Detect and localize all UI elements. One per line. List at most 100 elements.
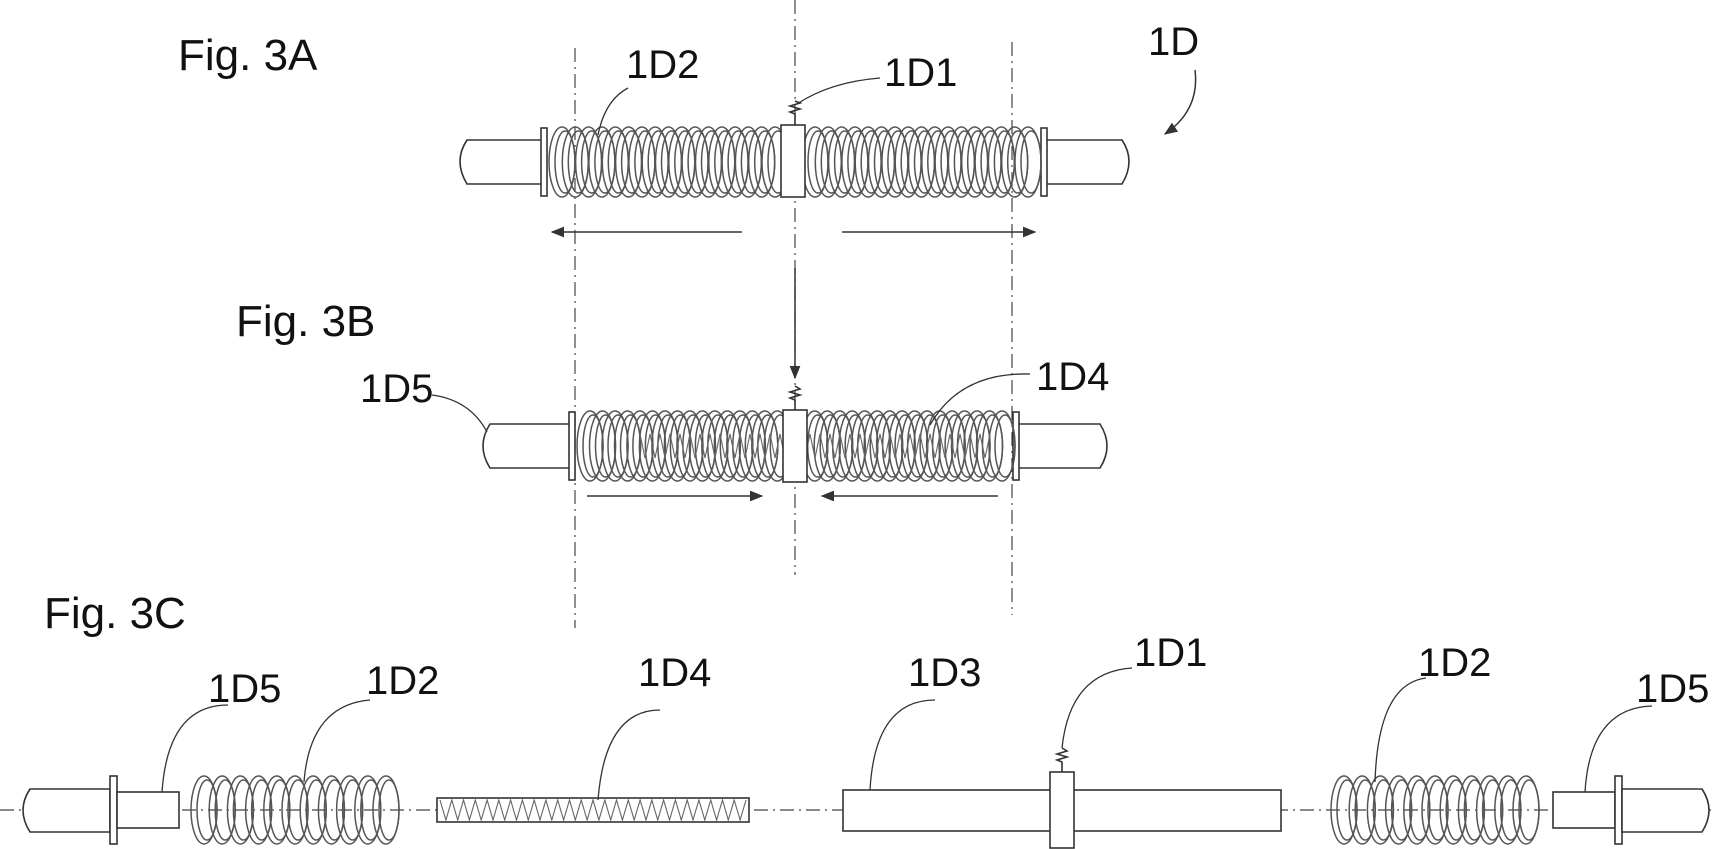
coil-turn-inner (378, 779, 400, 841)
fig3b-left-flange (568, 411, 576, 481)
fig3a-left-flange (540, 127, 548, 197)
fig3c-leader-left-1d2 (303, 699, 371, 783)
fig3c-leader-left-1d5 (161, 704, 229, 793)
fig3c-leader-1d3 (869, 699, 936, 791)
figure-3b: Fig. 3B 1D5 1D4 (236, 268, 1109, 502)
fig3b-left-end-cap (482, 423, 573, 469)
coil-turn-inner (1427, 779, 1449, 841)
coil-turn-inner (582, 414, 604, 478)
fig3a-label-1d2: 1D2 (626, 43, 699, 87)
fig3c-title: Fig. 3C (44, 589, 186, 638)
coil-turn-inner (894, 414, 916, 478)
coil-turn-inner (1445, 779, 1467, 841)
fig3c-left-coil-spring (190, 775, 400, 845)
fig3c-right-end-cap (1552, 775, 1710, 845)
coil-turn-inner (232, 779, 255, 841)
coil-turn-inner (341, 779, 364, 841)
fig3c-leader-right-1d2 (1374, 677, 1427, 783)
coil-turn-inner (694, 414, 717, 478)
coil-turn-inner (360, 779, 382, 841)
fig3a-collar-pin (787, 100, 803, 125)
fig3c-leader-1d1 (1061, 667, 1133, 749)
coil-turn-inner (744, 414, 767, 478)
fig3a-leader-1d2 (597, 87, 629, 136)
coil-turn-inner (1463, 779, 1486, 841)
coil-turn-inner (994, 414, 1016, 478)
coil-turn-inner (944, 414, 966, 478)
fig3b-right-end-cap (1017, 423, 1108, 469)
coil-turn-inner (323, 779, 346, 841)
fig3a-title: Fig. 3A (178, 31, 318, 80)
fig3a-leader-1d1 (796, 77, 881, 105)
inner-spring-wire (439, 798, 747, 822)
fig3c-label-left-1d2: 1D2 (366, 659, 439, 703)
fig3c-right-coil-spring (1330, 775, 1540, 845)
coil-turn-inner (607, 414, 629, 478)
coil-turn-inner (919, 414, 941, 478)
coil-turn-inner (869, 414, 891, 478)
coil-turn-inner (1518, 779, 1540, 841)
coil-turn-inner (1481, 779, 1504, 841)
figure-3c: Fig. 3C (22, 589, 1710, 849)
fig3c-label-1d3: 1D3 (908, 651, 981, 695)
coil-turn-inner (1020, 130, 1042, 194)
fig3a-coil-spring (548, 126, 1042, 198)
fig3c-left-end-cap (22, 775, 180, 845)
inner-spring-wire (639, 433, 991, 459)
fig3a-collar (780, 124, 806, 198)
fig3c-label-1d4: 1D4 (638, 651, 711, 695)
fig3b-label-1d5: 1D5 (360, 367, 433, 411)
fig3c-label-right-1d2: 1D2 (1418, 641, 1491, 685)
fig3a-label-1d1: 1D1 (884, 51, 957, 95)
figure-3a: Fig. 3A 1D 1D2 1D1 (178, 20, 1199, 238)
coil-turn-inner (269, 779, 291, 841)
fig3b-collar (782, 409, 808, 483)
coil-turn-inner (1390, 779, 1413, 841)
coil-turn-inner (1006, 130, 1029, 194)
coil-turn-inner (644, 414, 667, 478)
fig3a-assembly (459, 100, 1130, 198)
coil-turn-inner (1336, 779, 1358, 841)
fig3a-label-1d: 1D (1148, 20, 1199, 64)
coil-turn-inner (1354, 779, 1376, 841)
coil-turn-inner (669, 414, 692, 478)
fig3a-right-flange (1040, 127, 1048, 197)
coil-turn-inner (719, 414, 742, 478)
fig3c-collar-pin (1054, 747, 1070, 772)
coil-turn-inner (819, 414, 841, 478)
coil-turn-inner (844, 414, 866, 478)
fig3c-label-1d1: 1D1 (1134, 631, 1207, 675)
coil-turn-inner (1372, 779, 1395, 841)
fig3c-label-left-1d5: 1D5 (208, 667, 281, 711)
coil-turn-inner (594, 414, 617, 478)
coil-turn-inner (305, 779, 327, 841)
fig3b-inner-spring (639, 433, 991, 459)
fig3c-inner-spring-tube (436, 797, 750, 823)
fig3b-assembly (482, 385, 1108, 483)
fig3c-leader-right-1d5 (1584, 705, 1653, 793)
coil-turn-inner (753, 130, 776, 194)
fig3c-leader-1d4 (597, 709, 661, 801)
fig3b-leader-1d5 (431, 394, 488, 433)
coil-turn-inner (1409, 779, 1431, 841)
fig3c-collar (1049, 771, 1075, 849)
fig3a-pointer-1d (1163, 69, 1197, 135)
fig3b-right-flange (1012, 411, 1020, 481)
coil-turn-inner (196, 779, 218, 841)
fig3c-inner-spring-coils (439, 798, 747, 822)
fig3b-leader-1d4 (929, 373, 1031, 426)
coil-turn-inner (287, 779, 309, 841)
fig3a-left-end-cap (459, 139, 544, 185)
coil-turn-inner (1500, 779, 1522, 841)
fig3c-label-right-1d5: 1D5 (1636, 667, 1709, 711)
coil-turn-inner (214, 779, 236, 841)
fig3b-collar-pin (787, 385, 803, 410)
fig3b-label-1d4: 1D4 (1036, 355, 1109, 399)
fig3a-right-end-cap (1045, 139, 1130, 185)
fig3b-coil-spring (576, 410, 1016, 482)
fig3b-title: Fig. 3B (236, 297, 375, 346)
coil-turn-inner (250, 779, 273, 841)
coil-turn-inner (619, 414, 642, 478)
coil-turn-inner (969, 414, 991, 478)
